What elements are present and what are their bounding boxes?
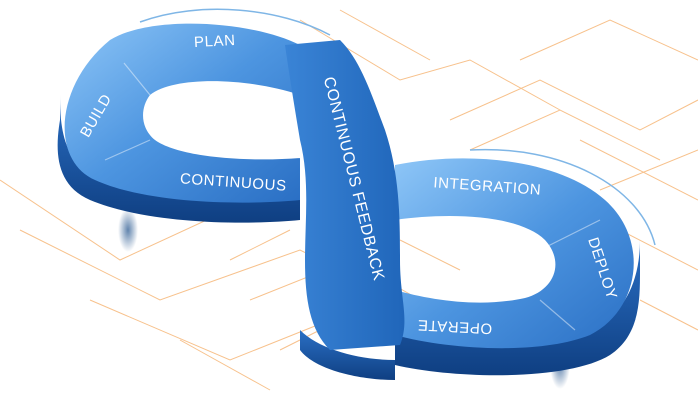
left-outer-arc	[139, 8, 331, 36]
center-band-top	[285, 40, 405, 350]
left-loop-top	[64, 23, 300, 203]
center-band-side	[300, 330, 395, 380]
right-outer-arc	[469, 148, 656, 246]
segment-dividers	[104, 62, 601, 331]
plan-label: PLAN	[194, 32, 236, 51]
operate-label: OPERATE	[417, 316, 493, 337]
glow-left	[118, 208, 138, 252]
left-loop-side	[57, 90, 300, 223]
right-loop-top	[395, 158, 634, 349]
